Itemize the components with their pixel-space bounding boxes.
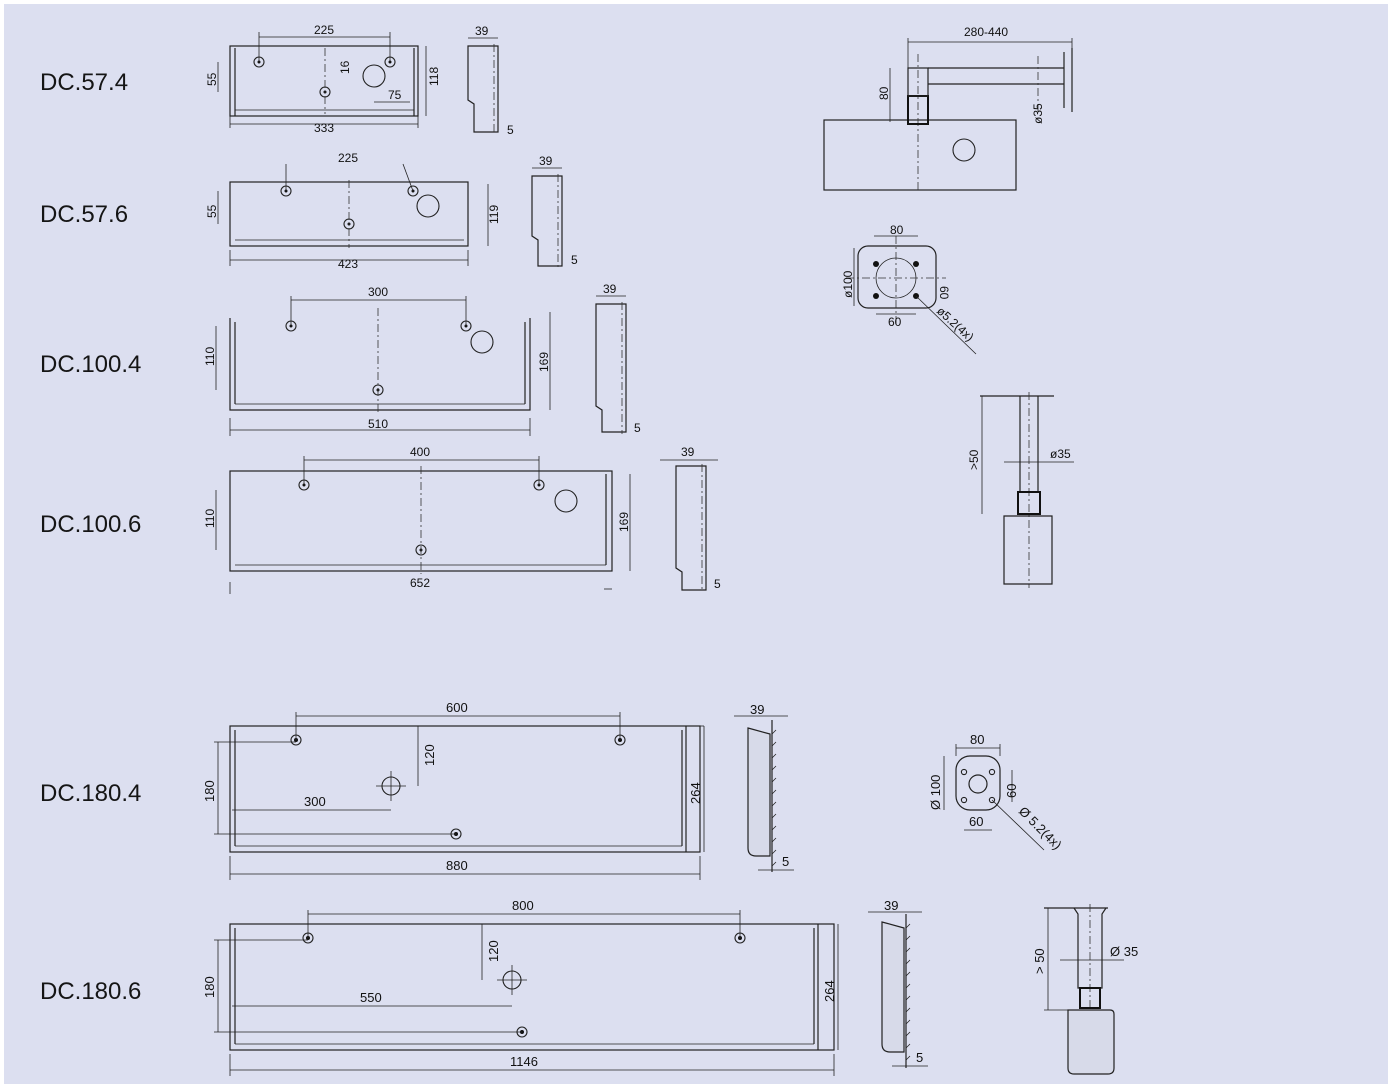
dim-depth: 39 (539, 154, 553, 168)
dim-depth: 39 (475, 24, 489, 38)
mount-flange-sketch: 80 ø100 60 60 ø5.2(4x) (841, 223, 977, 355)
flange-a: 60 (937, 286, 951, 300)
dim-height: 169 (537, 352, 551, 372)
dim-height: 118 (427, 67, 441, 86)
dim-center-v: 120 (486, 940, 501, 962)
dim-thickness: 5 (782, 854, 789, 869)
dim-depth: 39 (603, 282, 617, 296)
dim-thickness: 5 (507, 123, 514, 137)
model-label-dc-57-4: DC.57.4 (40, 69, 128, 96)
mount-arm-view: 280-440 80 ø35 (823, 25, 1073, 192)
technical-drawing: DC.57.4 DC.57.6 DC.100.4 DC.100.6 DC.180… (40, 23, 1138, 1076)
post-diameter: Ø 35 (1110, 944, 1138, 959)
drawing-sheet: DC.57.4 DC.57.6 DC.100.4 DC.100.6 DC.180… (4, 4, 1388, 1084)
model-label-dc-180-4: DC.180.4 (40, 780, 141, 807)
dim-width: 510 (368, 417, 388, 431)
dim-extra2: 75 (388, 88, 402, 102)
dim-side: 110 (203, 347, 217, 366)
mount-flange-clean: 80 Ø 100 60 60 Ø 5.2(4x) (928, 732, 1065, 852)
drawing-dc-100-4: 300 510 169 110 39 5 (203, 282, 641, 436)
flange-w: 80 (890, 223, 904, 237)
arm-diameter: ø35 (1031, 103, 1045, 124)
flange-holes: ø5.2(4x) (934, 304, 977, 344)
dim-side: 110 (203, 509, 217, 528)
dim-height: 169 (617, 512, 631, 532)
dim-depth: 39 (750, 702, 764, 717)
dim-width: 880 (446, 858, 468, 873)
flange-d: Ø 100 (928, 775, 943, 810)
dim-height: 119 (487, 205, 501, 224)
dim-width: 652 (410, 576, 430, 590)
dim-holes: 600 (446, 700, 468, 715)
drawing-dc-180-4: 600 120 300 880 264 180 39 5 (202, 700, 794, 880)
flange-w: 80 (970, 732, 984, 747)
dim-height: 264 (688, 782, 703, 804)
dim-thickness: 5 (916, 1050, 923, 1065)
dim-center-h: 300 (304, 794, 326, 809)
dim-thickness: 5 (634, 421, 641, 435)
dim-width: 1146 (510, 1054, 538, 1069)
dim-holes: 225 (314, 23, 334, 37)
mount-post-sketch: >50 ø35 (967, 392, 1074, 588)
dim-width: 333 (314, 121, 334, 135)
dim-center-v: 120 (422, 744, 437, 766)
arm-reach: 280-440 (964, 25, 1008, 39)
dim-side: 180 (202, 780, 217, 802)
dim-thickness: 5 (714, 577, 721, 591)
dim-thickness: 5 (571, 253, 578, 267)
arm-height: 80 (877, 86, 891, 100)
flange-b: 60 (969, 814, 983, 829)
flange-holes: Ø 5.2(4x) (1016, 804, 1065, 853)
mount-post-clean: > 50 Ø 35 (1032, 904, 1138, 1075)
drawing-dc-57-4: 225 333 118 55 16 75 39 5 (205, 23, 514, 137)
dim-width: 423 (338, 257, 358, 271)
dim-side: 55 (205, 204, 219, 218)
flange-d: ø100 (841, 270, 855, 298)
dim-depth: 39 (681, 445, 695, 459)
dim-side: 55 (205, 72, 219, 86)
post-length: >50 (967, 449, 981, 470)
dim-depth: 39 (884, 898, 898, 913)
flange-b: 60 (888, 315, 902, 329)
model-label-dc-180-6: DC.180.6 (40, 978, 141, 1005)
flange-a: 60 (1004, 784, 1019, 798)
drawing-dc-100-6: 400 652 169 110 39 5 (203, 445, 721, 594)
dim-height: 264 (822, 980, 837, 1002)
drawing-dc-180-6: 800 120 550 1146 264 180 39 5 (202, 898, 928, 1076)
dim-holes: 400 (410, 445, 430, 459)
post-length: > 50 (1032, 948, 1047, 974)
model-label-dc-100-4: DC.100.4 (40, 351, 141, 378)
model-label-dc-57-6: DC.57.6 (40, 201, 128, 228)
model-label-dc-100-6: DC.100.6 (40, 511, 141, 538)
dim-extra1: 16 (338, 60, 352, 74)
dim-holes: 800 (512, 898, 534, 913)
dim-side: 180 (202, 976, 217, 998)
drawing-dc-57-6: 225 423 119 55 39 5 (205, 151, 578, 271)
dim-holes: 225 (338, 151, 358, 165)
dim-holes: 300 (368, 285, 388, 299)
post-diameter: ø35 (1050, 447, 1071, 461)
dim-center-h: 550 (360, 990, 382, 1005)
